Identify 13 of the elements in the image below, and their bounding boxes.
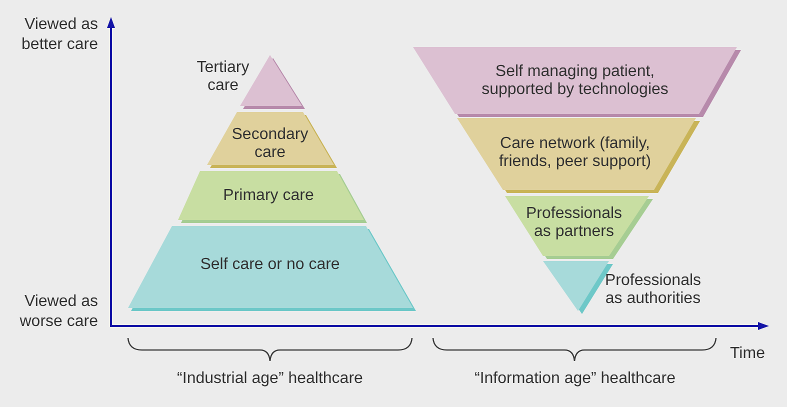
layer-label: Care network (family, friends, peer support) xyxy=(498,135,652,171)
axis-label: Viewed as worse care xyxy=(18,292,98,332)
brace-label: “Information age” healthcare xyxy=(474,369,676,389)
axis-title: Time xyxy=(730,344,766,364)
layer-label: Professionals as partners xyxy=(524,205,624,241)
layer-label: Self managing patient, supported by technologies xyxy=(480,63,670,99)
layer-label: Secondary care xyxy=(230,126,310,162)
brace-label: “Industrial age” healthcare xyxy=(176,369,364,389)
layer-label: Primary care xyxy=(222,187,315,205)
layer-label: Tertiary care xyxy=(196,59,250,95)
layer-label: Self care or no care xyxy=(199,256,341,274)
layer-label: Professionals as authorities xyxy=(604,272,702,308)
axis-label: Viewed as better care xyxy=(20,15,98,55)
